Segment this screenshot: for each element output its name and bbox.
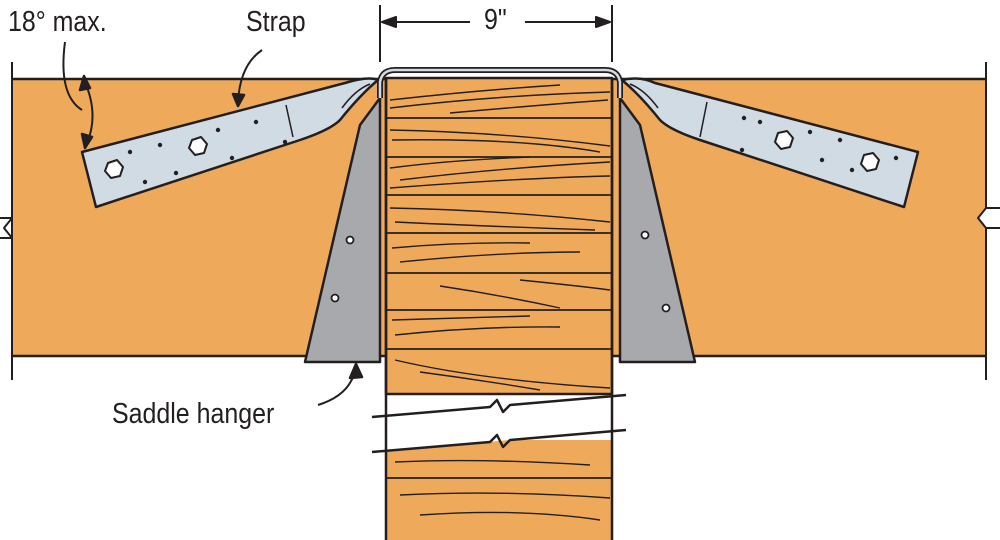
break-mark-right bbox=[977, 207, 1000, 229]
break-mark-left bbox=[0, 217, 13, 239]
strap-left bbox=[80, 77, 380, 209]
strap-right bbox=[620, 77, 920, 209]
strap-label: Strap bbox=[246, 6, 306, 38]
supported-member bbox=[371, 76, 627, 540]
angle-label: 18° max. bbox=[8, 6, 107, 38]
saddle-hanger-label: Saddle hanger bbox=[112, 398, 275, 430]
saddle-hanger-right bbox=[618, 96, 697, 364]
width-label: 9" bbox=[484, 4, 507, 36]
saddle-hanger-left bbox=[303, 96, 382, 364]
width-dimension bbox=[379, 5, 613, 62]
